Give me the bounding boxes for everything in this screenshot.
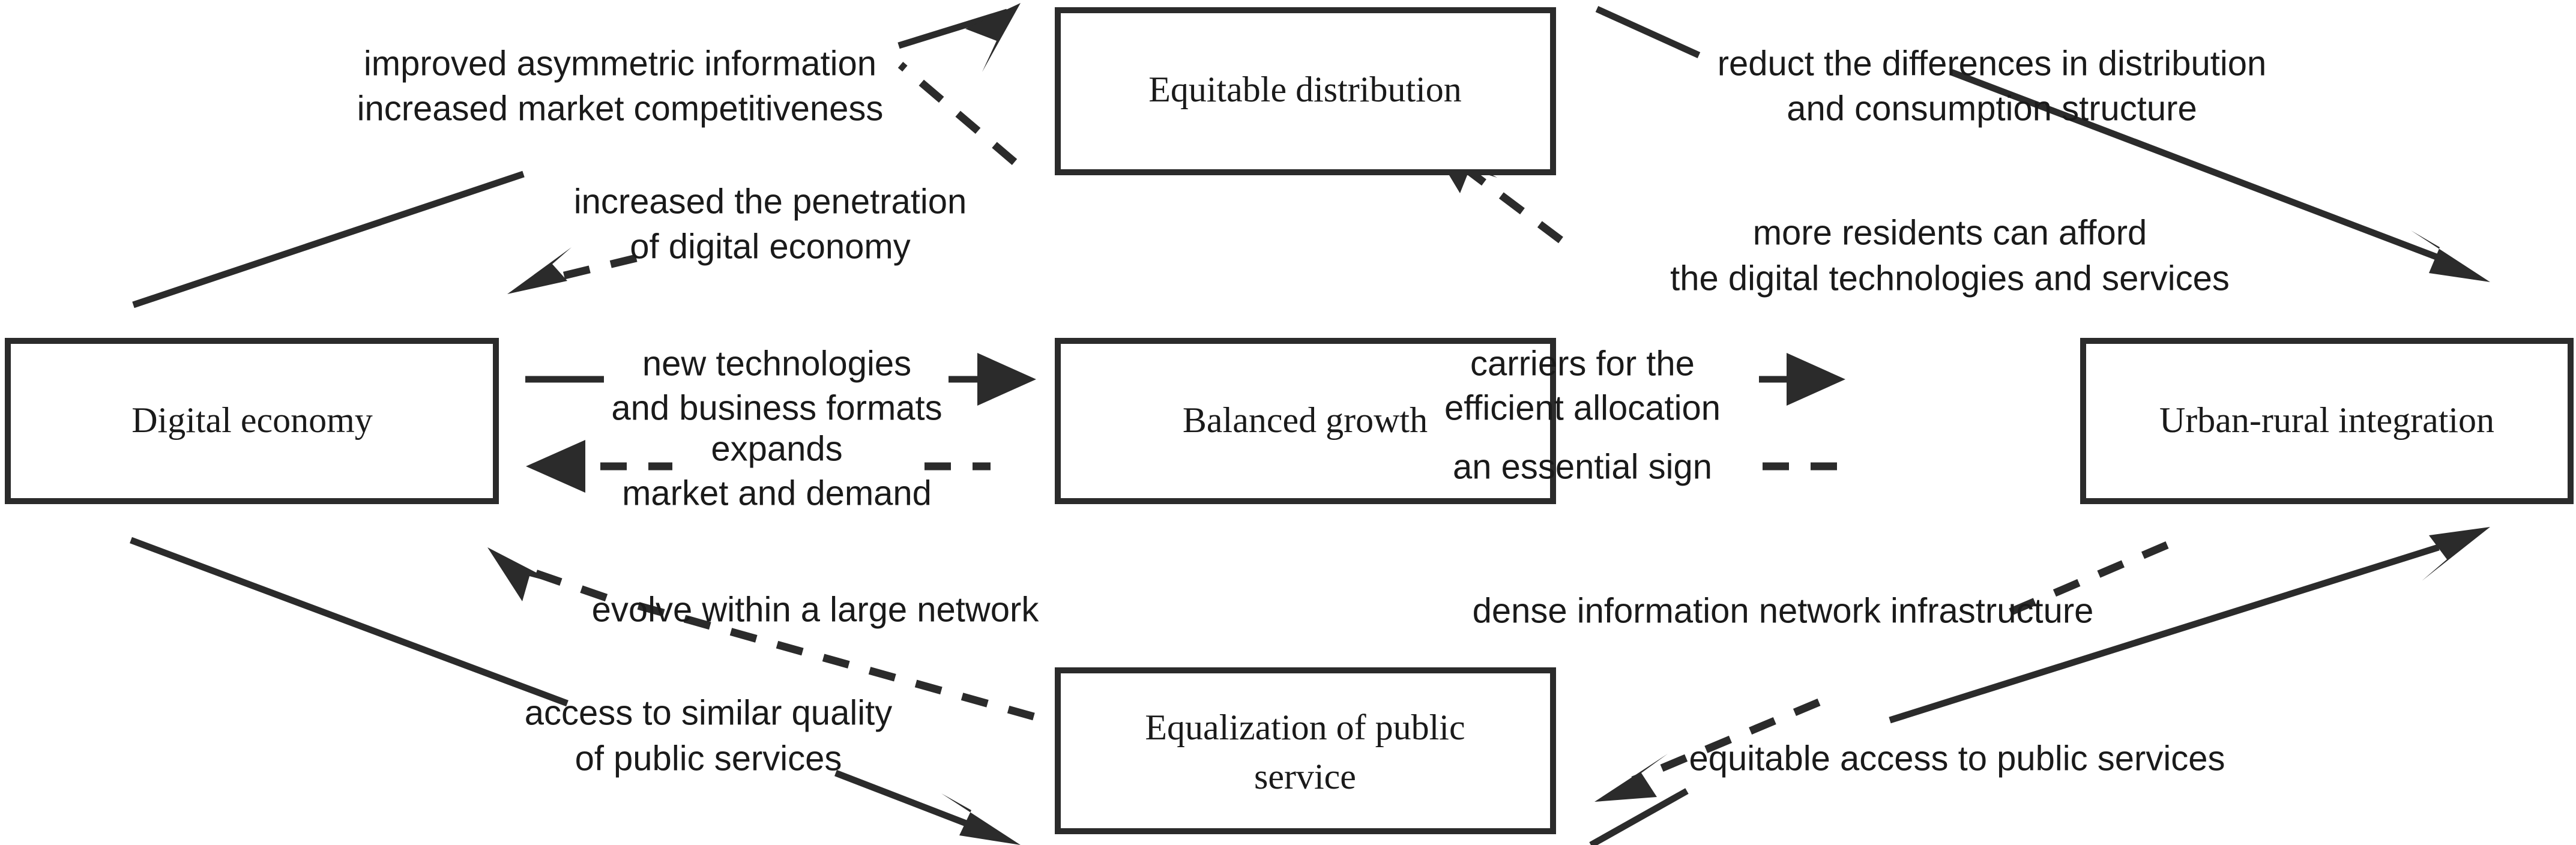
svg-text:and consumption structure: and consumption structure [1787,89,2197,128]
edge-label-urban-rural-integration-to-equalization-of-public-service: dense information network infrastructure [1473,591,2094,630]
svg-text:dense information network infr: dense information network infrastructure [1473,591,2094,630]
svg-text:new technologies: new technologies [642,344,911,383]
edge-label-equalization-of-public-service-to-urban-rural-integration: equitable access to public services [1689,739,2225,778]
arrowhead-up-right [965,3,1021,72]
svg-text:access to similar quality: access to similar quality [525,693,892,732]
edge-label-urban-rural-integration-to-balanced-growth: an essential sign [1453,447,1712,486]
edge-label-digital-economy-to-balanced-growth: new technologies and business formats [611,344,942,427]
edge-label-balanced-growth-to-digital-economy: expands market and demand [622,429,932,513]
node-label-equitable-distribution: Equitable distribution [1148,70,1462,109]
edge-label-equitable-distribution-to-urban-rural-integration: reduct the differences in distribution a… [1718,44,2267,128]
svg-text:equitable access to public ser: equitable access to public services [1689,739,2225,778]
node-urban-rural-integration[interactable]: Urban-rural integration [2080,338,2574,504]
edge-label-urban-rural-integration-to-equitable-distribution: more residents can afford the digital te… [1670,213,2230,298]
svg-text:market and demand: market and demand [622,474,932,513]
node-digital-economy[interactable]: Digital economy [5,338,499,504]
edge-digital-economy-to-equitable-distribution [132,3,1021,308]
edge-digital-economy-to-equalization-of-public-service [130,537,1021,845]
edge-label-digital-economy-to-equalization-of-public-service: access to similar quality of public serv… [525,693,892,778]
arrowhead-down-left [507,247,572,294]
edge-equalization-of-public-service-to-digital-economy [487,547,1035,721]
svg-text:more residents can afford: more residents can afford [1753,213,2147,252]
arrowhead-down-left [1594,754,1668,802]
svg-text:efficient allocation: efficient allocation [1444,388,1721,427]
svg-text:an essential sign: an essential sign [1453,447,1712,486]
node-label-urban-rural-integration: Urban-rural integration [2159,400,2494,440]
svg-text:of digital economy: of digital economy [630,227,910,266]
svg-text:reduct the differences in dist: reduct the differences in distribution [1718,44,2267,83]
svg-text:and business formats: and business formats [611,388,942,427]
arrowhead-up-right [2422,527,2490,581]
edge-balanced-growth-to-digital-economy [526,440,991,493]
node-equitable-distribution[interactable]: Equitable distribution [1055,7,1556,175]
edge-equitable-distribution-to-urban-rural-integration [1595,5,2490,282]
arrowhead-down-right [2411,230,2490,282]
edge-label-equalization-of-public-service-to-digital-economy: evolve within a large network [592,590,1040,629]
edge-urban-rural-integration-to-equalization-of-public-service [1594,541,2169,802]
svg-text:increased the penetration: increased the penetration [574,182,967,221]
arrowhead-down-right [941,793,1021,845]
svg-text:increased market competitivene: increased market competitiveness [357,89,884,128]
edge-equitable-distribution-to-digital-economy [507,62,1018,294]
node-label-balanced-growth: Balanced growth [1183,400,1428,440]
edge-label-digital-economy-to-equitable-distribution: improved asymmetric information increase… [357,44,884,128]
node-label-equalization-of-public-service-line1: Equalization of public [1145,708,1465,747]
arrowhead-right [1787,353,1845,406]
svg-text:the digital technologies and s: the digital technologies and services [1670,259,2230,298]
svg-text:carriers for the: carriers for the [1470,344,1695,383]
arrowhead-right [977,353,1036,406]
node-balanced-growth[interactable]: Balanced growth [1055,338,1556,504]
svg-text:of public services: of public services [575,739,842,778]
node-label-digital-economy: Digital economy [131,400,373,440]
node-label-equalization-of-public-service-line2: service [1254,757,1356,796]
edge-label-equitable-distribution-to-digital-economy: increased the penetration of digital eco… [574,182,967,266]
node-equalization-of-public-service[interactable]: Equalization of public service [1055,667,1556,834]
arrowhead-left [526,440,585,493]
svg-text:evolve within a large network: evolve within a large network [592,590,1040,629]
svg-text:expands: expands [711,429,842,468]
edge-label-balanced-growth-to-urban-rural-integration: carriers for the efficient allocation [1444,344,1721,427]
svg-text:improved asymmetric informatio: improved asymmetric information [364,44,876,83]
edge-equalization-of-public-service-to-urban-rural-integration [1589,527,2490,845]
edge-digital-economy-to-balanced-growth [525,353,1036,406]
arrowhead-up-left [487,547,557,601]
